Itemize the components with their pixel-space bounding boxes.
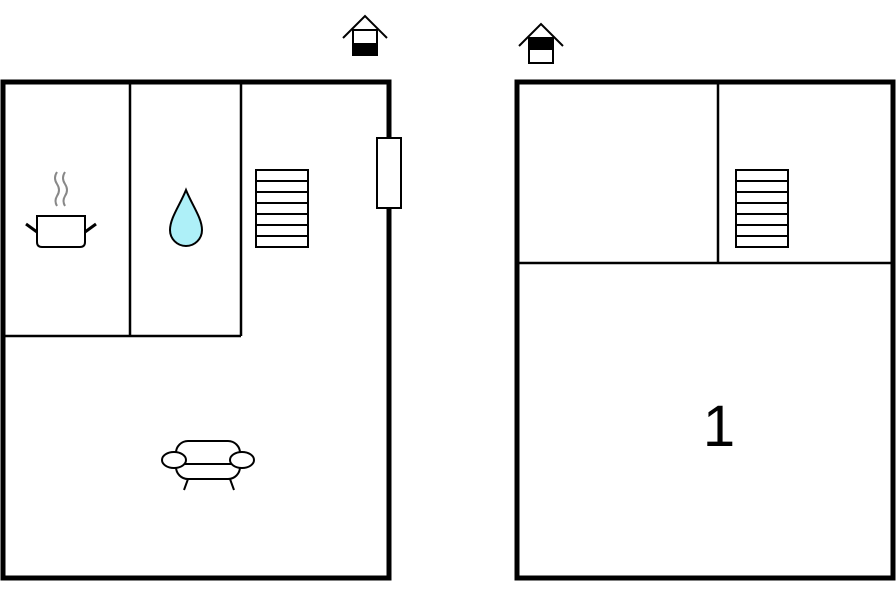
entrance-door-icon xyxy=(376,137,402,209)
house-upper-floor-icon xyxy=(518,22,564,64)
water-drop-icon xyxy=(168,187,204,247)
sofa-icon xyxy=(161,440,255,491)
upper-floor-plan: 1 xyxy=(514,22,896,581)
ground-floor-outer-wall xyxy=(0,79,392,581)
stairs-icon xyxy=(735,169,789,248)
upper-floor-interior-walls xyxy=(517,82,893,265)
stairs-icon xyxy=(255,169,309,248)
cooking-pot-icon xyxy=(25,171,97,248)
upper-floor-outer-wall xyxy=(514,79,896,581)
bedroom-number-label: 1 xyxy=(703,394,735,459)
ground-floor-plan xyxy=(0,14,402,581)
ground-floor-interior-walls xyxy=(3,82,243,338)
house-ground-floor-icon xyxy=(342,14,388,56)
